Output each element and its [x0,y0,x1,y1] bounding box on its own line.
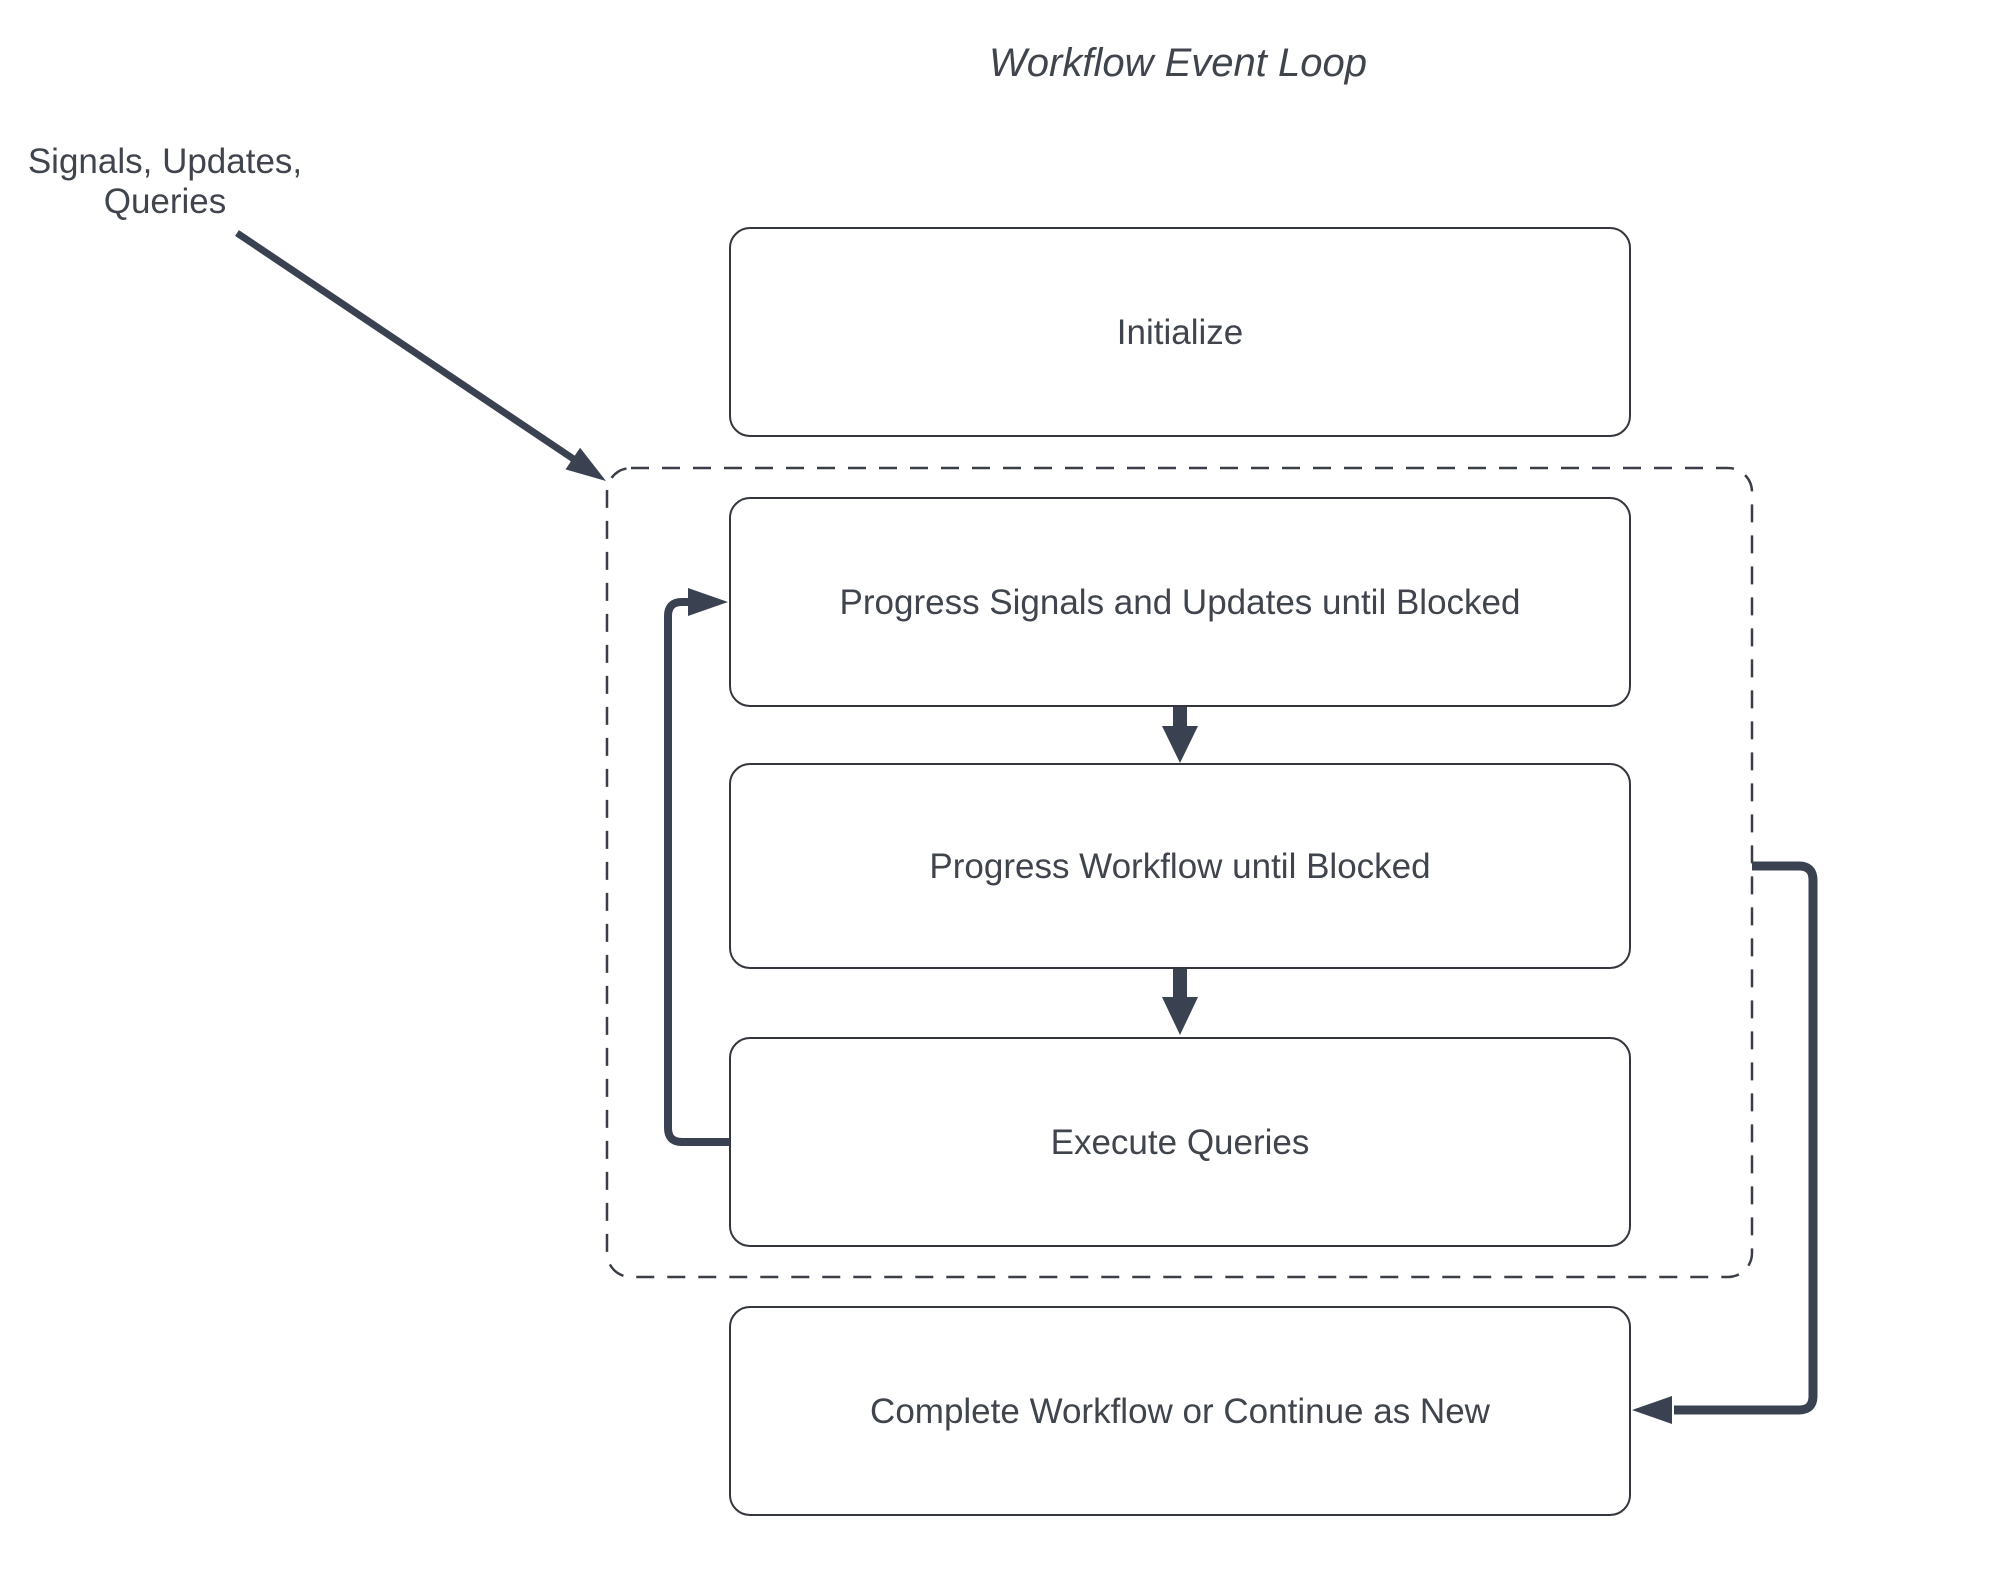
node-progress-signals-label: Progress Signals and Updates until Block… [840,583,1521,622]
node-progress-signals-box [729,497,1631,707]
edge-progress-signals-to-progress-workflow [1162,707,1198,763]
node-initialize-label: Initialize [1117,313,1243,352]
node-progress-signals: Progress Signals and Updates until Block… [729,497,1631,707]
node-progress-workflow: Progress Workflow until Blocked [729,763,1631,969]
edge-exit-arrowhead [1632,1396,1672,1424]
node-execute-queries-label: Execute Queries [1051,1123,1310,1162]
edge-down-2-arrowhead [1162,997,1198,1035]
edge-execute-queries-to-progress-signals [664,588,730,1146]
node-execute-queries: Execute Queries [729,1037,1631,1247]
edge-loop-back-line [664,598,730,1146]
edge-annotation-to-group-arrowhead [565,447,606,481]
node-progress-workflow-box [729,763,1631,969]
annotation-line-1: Signals, Updates, [28,142,302,181]
node-complete-workflow-box [729,1306,1631,1516]
edge-loop-back-arrowhead [688,588,728,616]
event-loop-group [605,466,1754,1279]
node-complete-workflow-label: Complete Workflow or Continue as New [870,1392,1491,1431]
node-initialize-box [729,227,1631,437]
node-initialize: Initialize [729,227,1631,437]
diagram-title: Workflow Event Loop [989,41,1367,85]
edge-down-1-arrowhead [1162,726,1198,763]
node-complete-workflow: Complete Workflow or Continue as New [729,1306,1631,1516]
edge-group-to-complete-workflow [1632,861,1818,1424]
edge-annotation-to-group [235,230,606,481]
annotation-line-2: Queries [104,182,227,221]
edge-progress-workflow-to-execute-queries [1162,969,1198,1035]
edge-annotation-to-group-line [235,230,580,465]
node-progress-workflow-label: Progress Workflow until Blocked [929,847,1430,886]
edge-exit-line [1674,861,1818,1415]
annotation-signals-updates-queries: Signals, Updates, Queries [28,142,302,221]
